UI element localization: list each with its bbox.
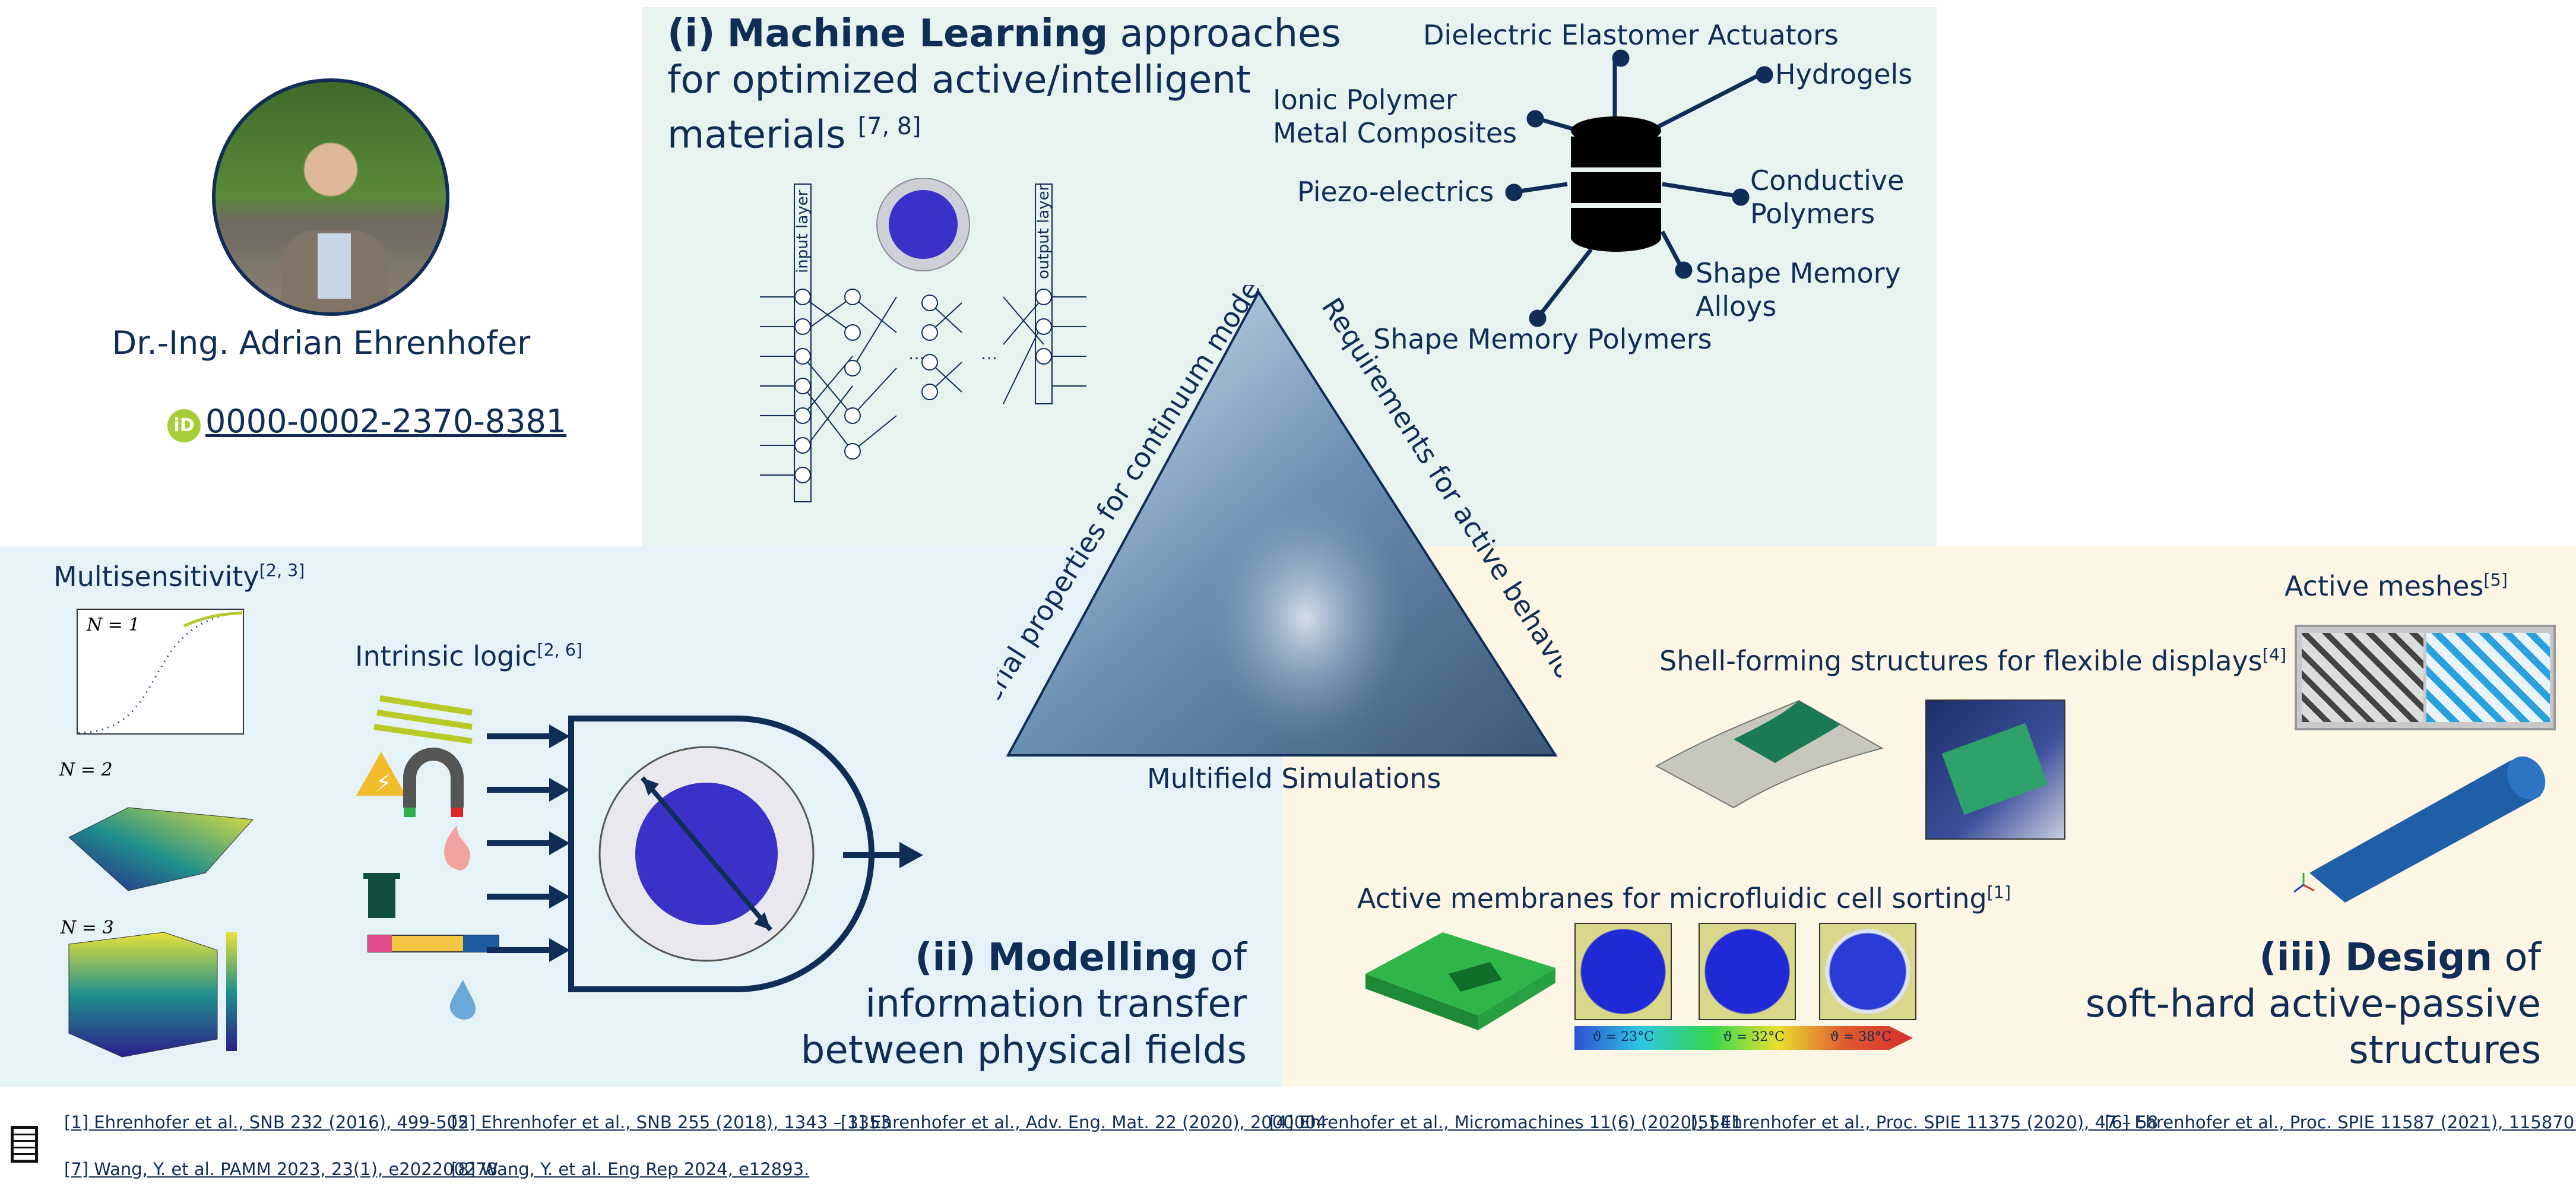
label-piezo: Piezo-electrics xyxy=(1297,176,1494,208)
plot-n1-label: N = 1 xyxy=(86,615,140,635)
svg-text:…: … xyxy=(981,344,997,363)
database-icon xyxy=(1505,49,1773,327)
label-hydrogels: Hydrogels xyxy=(1775,58,1913,90)
modelling-title-line3: between physical fields xyxy=(800,1028,1247,1072)
modelling-title: (ii) Modelling of information transfer b… xyxy=(653,935,1247,1074)
label-conductive-polymers: Conductive Polymers xyxy=(1750,164,1904,230)
membrane-photo-2 xyxy=(1699,923,1796,1020)
svg-text:…: … xyxy=(908,344,925,363)
reference-2[interactable]: [2] Ehrenhofer et al., SNB 255 (2018), 1… xyxy=(451,1112,891,1132)
modelling-title-num: (ii) xyxy=(915,936,976,980)
membrane-photo-3 xyxy=(1819,923,1916,1020)
reference-4[interactable]: [4] Ehrenhofer et al., Micromachines 11(… xyxy=(1269,1112,1742,1132)
membrane-photo-1 xyxy=(1574,923,1672,1020)
stimuli-icons: ⚡ xyxy=(356,695,499,1020)
light-icon xyxy=(373,695,473,744)
design-title-bold: Design xyxy=(2345,936,2492,980)
reference-6[interactable]: [6] Ehrenhofer et al., Proc. SPIE 11587 … xyxy=(2105,1112,2576,1132)
ml-title-line2: for optimized active/intelligent xyxy=(667,58,1251,102)
active-meshes-refs: [5] xyxy=(2483,570,2508,590)
active-membranes-text: Active membranes for microfluidic cell s… xyxy=(1357,882,1987,914)
electric-icon xyxy=(356,752,406,796)
label-smp: Shape Memory Polymers xyxy=(1373,323,1712,355)
label-cp-2: Polymers xyxy=(1750,198,1875,230)
water-drop-icon xyxy=(449,980,476,1020)
modelling-title-line2: information transfer xyxy=(865,982,1247,1026)
plot-n2: N = 2 xyxy=(59,759,254,891)
label-ipmc-1: Ionic Polymer xyxy=(1273,84,1457,116)
avatar xyxy=(212,78,449,316)
label-sma-2: Alloys xyxy=(1696,290,1777,322)
plot-n1: N = 1 xyxy=(77,609,244,735)
heat-icon xyxy=(444,825,470,871)
shell-structure-image xyxy=(1655,700,1884,809)
svg-text:⚡: ⚡ xyxy=(375,770,392,797)
ml-title-refs: [7, 8] xyxy=(857,113,921,140)
active-membranes-label: Active membranes for microfluidic cell s… xyxy=(1357,882,2011,914)
temperature-colorbar: ϑ = 23°C ϑ = 32°C ϑ = 38°C xyxy=(1574,1026,1913,1050)
orcid-link[interactable]: 0000-0002-2370-8381 xyxy=(205,403,567,440)
label-sma-1: Shape Memory xyxy=(1696,257,1901,289)
design-title-num: (iii) xyxy=(2259,936,2333,980)
temp-label-3: ϑ = 38°C xyxy=(1830,1030,1891,1045)
ml-title-rest: approaches xyxy=(1120,12,1341,56)
shell-forming-label: Shell-forming structures for flexible di… xyxy=(1659,645,2286,677)
intrinsic-logic-refs: [2, 6] xyxy=(537,640,583,660)
reference-8[interactable]: [8] Wang, Y. et al. Eng Rep 2024, e12893… xyxy=(451,1159,810,1179)
output-layer-label: output layer xyxy=(1035,184,1053,279)
label-ipmc: Ionic Polymer Metal Composites xyxy=(1273,83,1517,150)
active-mesh-image xyxy=(2295,625,2556,730)
magnet-icon xyxy=(403,748,464,808)
chemical-icon xyxy=(368,879,395,918)
document-icon xyxy=(11,1126,38,1163)
triangle-bottom-label: Multifield Simulations xyxy=(1147,762,1441,795)
ml-title: (i) Machine Learning approaches for opti… xyxy=(667,11,1341,158)
shell-forming-text: Shell-forming structures for flexible di… xyxy=(1659,645,2263,677)
person-name: Dr.-Ing. Adrian Ehrenhofer xyxy=(112,324,531,362)
modelling-title-bold: Modelling xyxy=(987,936,1198,980)
multisensitivity-label: Multisensitivity[2, 3] xyxy=(53,561,305,593)
shell-forming-refs: [4] xyxy=(2262,645,2287,665)
reference-3[interactable]: [3] Ehrenhofer et al., Adv. Eng. Mat. 22… xyxy=(841,1112,1327,1132)
central-triangle: Material properties for continuum models… xyxy=(997,285,1561,757)
modelling-title-rest: of xyxy=(1210,936,1247,980)
multisensitivity-refs: [2, 3] xyxy=(259,561,305,581)
membrane-3d-image xyxy=(1365,932,1555,1030)
input-layer-label: input layer xyxy=(794,189,812,273)
design-title-rest: of xyxy=(2504,936,2541,980)
design-title-line3: structures xyxy=(2349,1028,2541,1072)
active-tube-image xyxy=(2293,756,2546,903)
temp-label-1: ϑ = 23°C xyxy=(1592,1030,1654,1045)
reference-7[interactable]: [7] Wang, Y. et al. PAMM 2023, 23(1), e2… xyxy=(64,1159,498,1179)
intrinsic-logic-label: Intrinsic logic[2, 6] xyxy=(355,640,582,672)
temp-label-2: ϑ = 32°C xyxy=(1723,1030,1785,1045)
design-title: (iii) Design of soft-hard active-passive… xyxy=(1947,935,2541,1074)
label-ipmc-2: Metal Composites xyxy=(1273,117,1517,149)
plot-n3-label: N = 3 xyxy=(60,920,114,938)
design-title-line2: soft-hard active-passive xyxy=(2085,982,2541,1026)
plot-n3: N = 3 xyxy=(60,920,237,1058)
label-cp-1: Conductive xyxy=(1750,164,1905,197)
logic-gate-diagram xyxy=(487,716,923,992)
intrinsic-logic-text: Intrinsic logic xyxy=(355,640,537,672)
reference-5[interactable]: [5] Ehrenhofer et al., Proc. SPIE 11375 … xyxy=(1691,1112,2159,1132)
ml-title-bold: Machine Learning xyxy=(727,12,1108,56)
orcid-icon: iD xyxy=(167,409,201,442)
ml-title-line3: materials xyxy=(667,113,846,157)
active-meshes-text: Active meshes xyxy=(2285,570,2484,602)
active-membranes-refs: [1] xyxy=(1986,882,2011,903)
plot-n2-label: N = 2 xyxy=(59,759,113,780)
flexible-display-photo xyxy=(1925,700,2065,840)
reference-1[interactable]: [1] Ehrenhofer et al., SNB 232 (2016), 4… xyxy=(64,1112,469,1132)
ml-title-num: (i) xyxy=(667,12,715,56)
multisensitivity-text: Multisensitivity xyxy=(53,561,259,593)
label-dea: Dielectric Elastomer Actuators xyxy=(1423,19,1839,51)
neural-network-diagram: … … input layer output layer xyxy=(760,178,1086,502)
label-sma: Shape Memory Alloys xyxy=(1696,257,1901,323)
active-meshes-label: Active meshes[5] xyxy=(2285,570,2508,602)
